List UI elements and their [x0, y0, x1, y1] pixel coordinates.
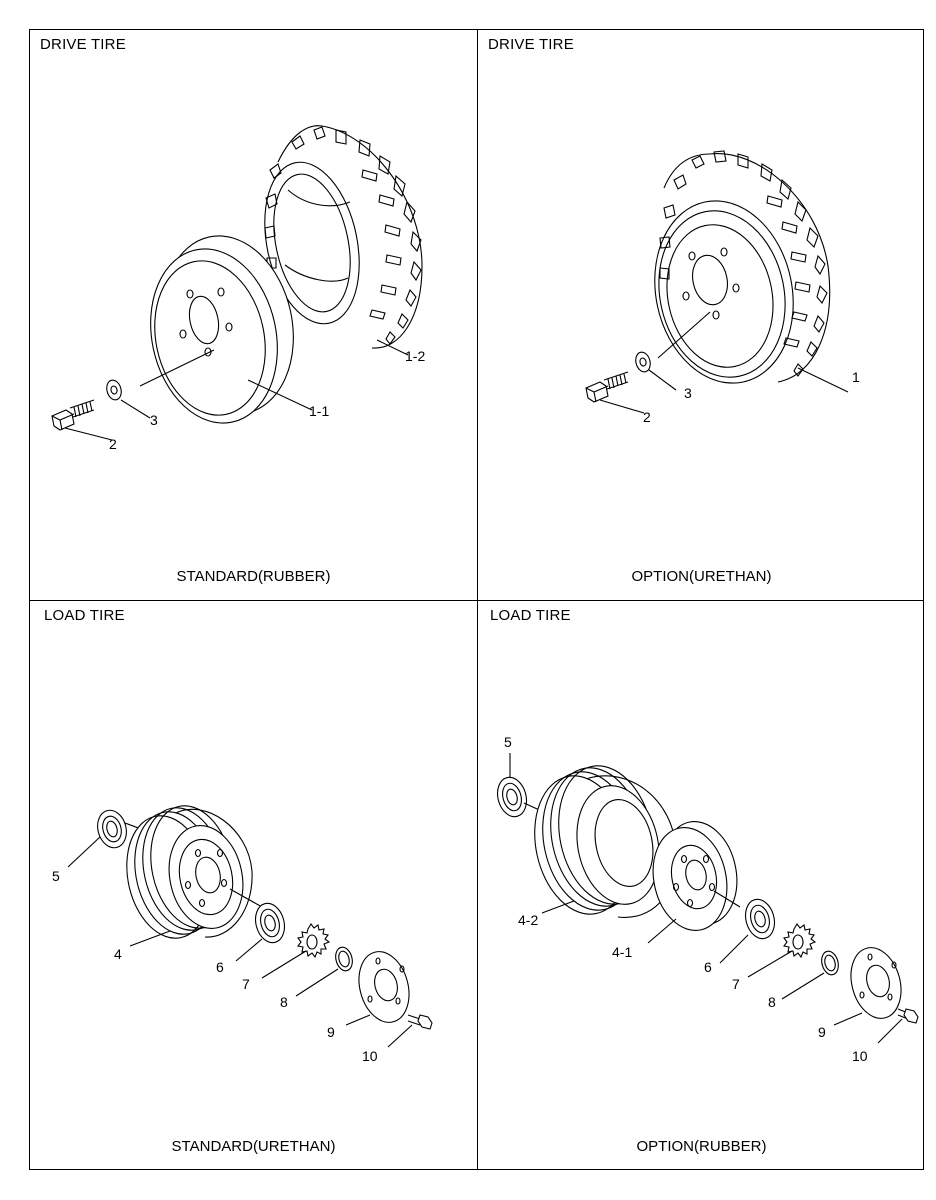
callout-leaders [510, 753, 902, 1043]
callout-label: 10 [362, 1048, 378, 1064]
hub-cover-part [844, 942, 909, 1024]
panel-caption: STANDARD(RUBBER) [176, 568, 331, 585]
washer-part [105, 379, 124, 402]
rubber-tire-part [251, 126, 422, 348]
callout-label: 8 [280, 994, 288, 1010]
callout-leaders [65, 340, 408, 440]
wheel-rim-part [644, 815, 746, 938]
callout-label: 3 [684, 385, 692, 401]
bearing-part [493, 774, 530, 820]
hub-cover-part [352, 946, 417, 1028]
drive-tire-option-drawing: 1 3 2 [478, 30, 860, 425]
wheel-rim-part [135, 224, 309, 435]
panel-load-tire-option: LOAD TIRE [478, 601, 925, 1171]
washer-part [634, 351, 653, 374]
callout-label: 9 [327, 1024, 335, 1040]
callout-label: 1-2 [405, 348, 425, 364]
load-tire-standard-drawing: 5 4 6 7 8 9 10 [52, 601, 477, 1064]
callout-label: 6 [216, 959, 224, 975]
load-tire-part [116, 798, 252, 946]
callout-label: 2 [109, 436, 117, 452]
bearing-part [741, 896, 778, 942]
panel-title: DRIVE TIRE [488, 36, 574, 53]
callout-label: 7 [242, 976, 250, 992]
callout-label: 4-2 [518, 912, 538, 928]
callout-label: 5 [52, 868, 60, 884]
bearing-part [251, 900, 288, 946]
callout-label: 1-1 [309, 403, 329, 419]
panel-divider-vertical [477, 30, 478, 1169]
panel-drive-tire-option: DRIVE TIRE [478, 30, 925, 600]
urethan-tire-part [638, 151, 829, 396]
hub-bolt-holes [683, 248, 739, 319]
callout-label: 5 [504, 734, 512, 750]
panel-title: LOAD TIRE [44, 607, 125, 624]
retaining-ring-part [819, 949, 841, 976]
callout-label: 1 [852, 369, 860, 385]
drive-tire-standard-drawing: 1-2 1-1 3 2 [30, 30, 425, 452]
panel-divider-horizontal [30, 600, 923, 601]
rubber-load-tire-part [522, 757, 676, 923]
callout-label: 8 [768, 994, 776, 1010]
panel-caption: OPTION(URETHAN) [631, 568, 772, 585]
lock-washer-part [298, 924, 329, 957]
callout-label: 10 [852, 1048, 868, 1064]
callout-label: 4 [114, 946, 122, 962]
tire-lugs [660, 151, 827, 376]
callout-label: 9 [818, 1024, 826, 1040]
panel-drive-tire-standard: DRIVE TIRE [30, 30, 477, 600]
callout-leaders [68, 837, 412, 1047]
callout-label: 6 [704, 959, 712, 975]
callout-label: 4-1 [612, 944, 632, 960]
panel-caption: STANDARD(URETHAN) [171, 1138, 336, 1155]
lock-washer-part [784, 924, 815, 957]
tire-lugs [265, 127, 421, 344]
load-tire-option-drawing: 5 4-2 4-1 6 7 8 9 10 [478, 734, 925, 1064]
callout-label: 2 [643, 409, 651, 425]
callout-label: 7 [732, 976, 740, 992]
bearing-part [94, 807, 131, 851]
panel-title: DRIVE TIRE [40, 36, 126, 53]
panel-title: LOAD TIRE [490, 607, 571, 624]
panel-caption: OPTION(RUBBER) [636, 1138, 767, 1155]
bolt-part [408, 1015, 432, 1029]
callout-leaders [600, 368, 848, 413]
bolt-part [898, 1009, 918, 1023]
hub-bolt-holes [186, 850, 227, 907]
panel-load-tire-standard: LOAD TIRE [30, 601, 477, 1171]
retaining-ring-part [333, 945, 355, 972]
parts-diagram-sheet: DRIVE TIRE [29, 29, 924, 1170]
callout-label: 3 [150, 412, 158, 428]
bolt-part [586, 372, 628, 402]
bolt-part [52, 400, 94, 430]
